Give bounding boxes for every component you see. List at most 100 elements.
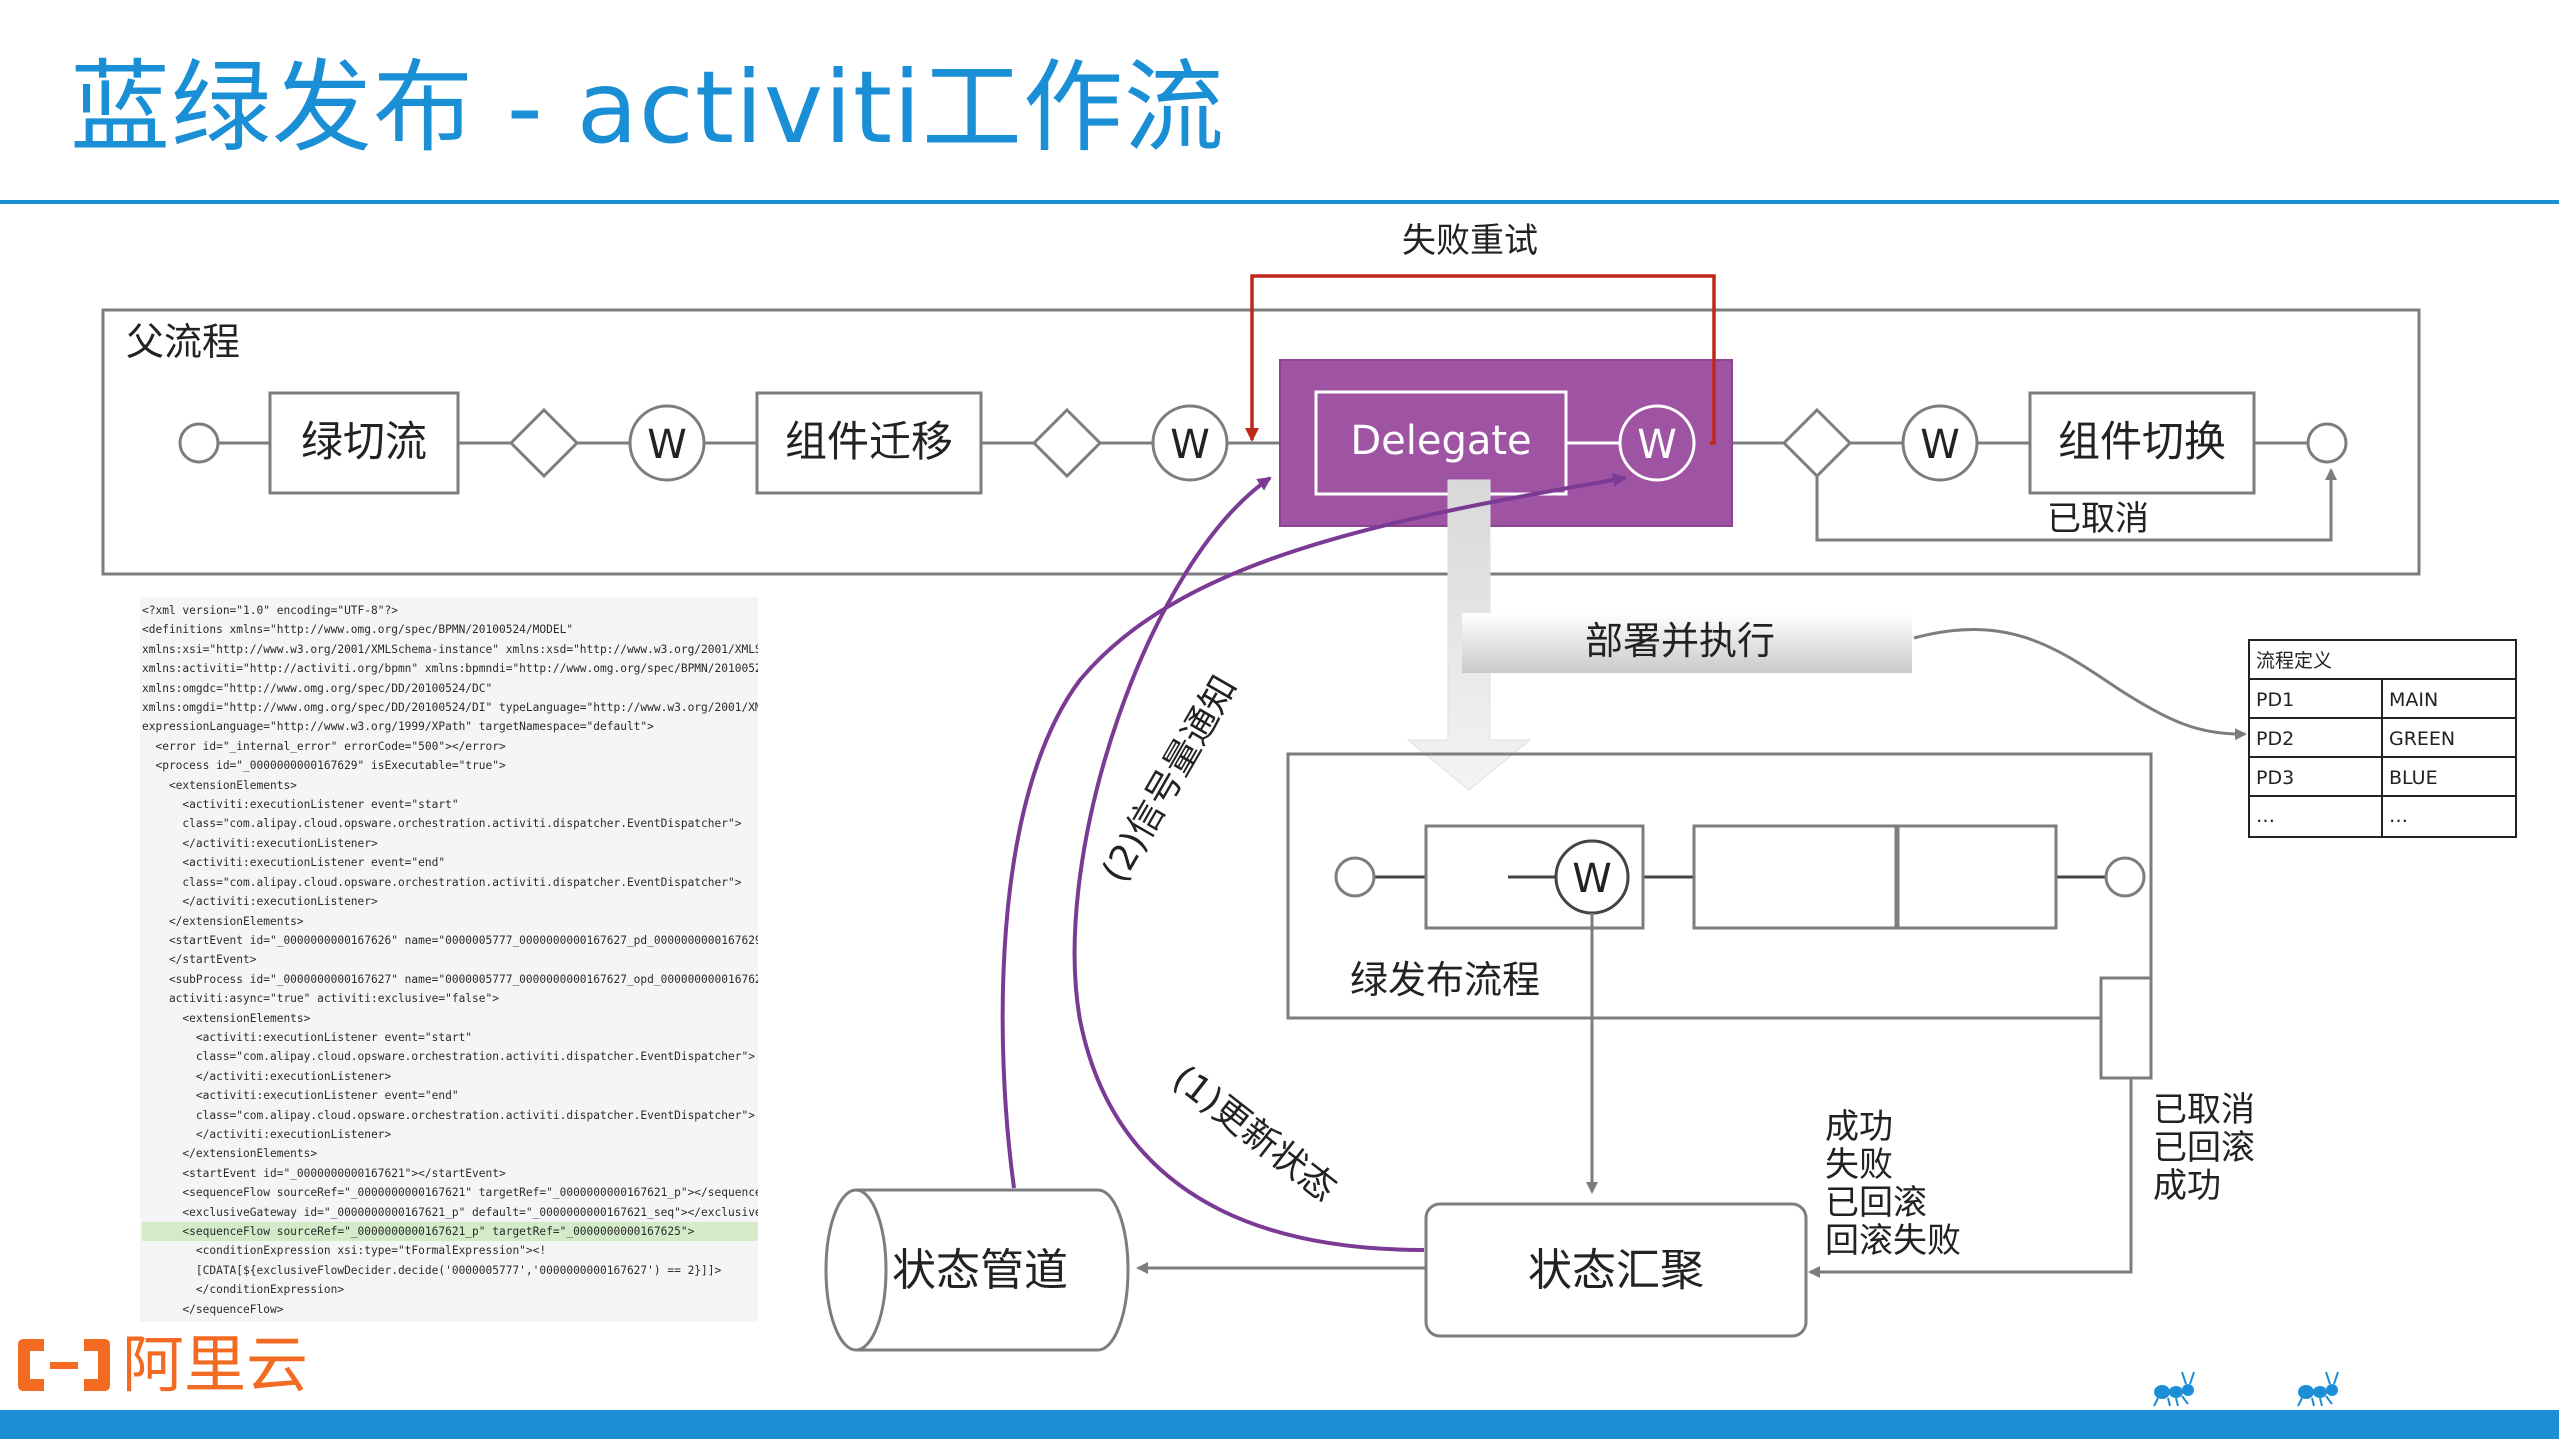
result-item: 已回滚 [1825, 1183, 1927, 1223]
xml-code-line: </activiti:executionListener> [142, 836, 378, 850]
xml-code-line: activiti:async="true" activiti:exclusive… [142, 992, 499, 1006]
ant-icon [2153, 1371, 2195, 1407]
wait-event-1 [628, 404, 706, 482]
xml-code-line: class="com.alipay.cloud.opsware.orchestr… [142, 1050, 755, 1064]
status-aggregate-node[interactable] [1424, 1202, 1808, 1338]
xml-code-line: </conditionExpression> [142, 1283, 345, 1297]
process-definition-table: 流程定义 PD1 MAIN PD2 GREEN PD3 BLUE … … [2248, 639, 2517, 838]
wait-event-3-label: W [1920, 422, 1960, 468]
result-item: 已回滚 [2153, 1128, 2255, 1168]
gateway-1 [508, 407, 580, 479]
xml-code-line: <sequenceFlow sourceRef="_00000000001676… [142, 1186, 758, 1200]
xml-code-line: <startEvent id="_0000000000167621"></sta… [142, 1166, 506, 1180]
xml-code-line: xmlns:omgdi="http://www.omg.org/spec/DD/… [142, 701, 758, 715]
parent-start-event [178, 422, 220, 464]
green-task-2[interactable] [1692, 824, 1898, 930]
table-cell: GREEN [2389, 728, 2455, 750]
result-item: 成功 [2153, 1166, 2221, 1206]
status-pipe-node[interactable] [824, 1188, 1130, 1352]
xml-code-line: xmlns:activiti="http://activiti.org/bpmn… [142, 662, 758, 676]
green-end-event [2104, 856, 2146, 898]
xml-code-line: </activiti:executionListener> [142, 895, 378, 909]
cancelled-bypass-arrow [1815, 468, 2337, 542]
xml-code-line: <definitions xmlns="http://www.omg.org/s… [142, 623, 574, 637]
xml-code-line: <activiti:executionListener event="start… [142, 1030, 473, 1044]
node-component-switch-label: 组件切换 [2058, 417, 2226, 466]
deploy-banner [1462, 613, 1912, 673]
delegate-task-label: Delegate [1350, 418, 1531, 464]
xml-code-line: </sequenceFlow> [142, 1302, 284, 1316]
node-component-switch[interactable] [2028, 391, 2256, 495]
green-release-frame [1286, 752, 2153, 1020]
alibaba-cloud-logo: 阿里云 [14, 1330, 308, 1400]
xml-code-line: class="com.alipay.cloud.opsware.orchestr… [142, 875, 742, 889]
ant-icon [2297, 1371, 2339, 1407]
node-green-switch-label: 绿切流 [301, 417, 427, 466]
xml-code-line: </startEvent> [142, 953, 257, 967]
deploy-label: 部署并执行 [1585, 619, 1775, 663]
green-start-event [1334, 856, 1376, 898]
table-cell: MAIN [2389, 689, 2438, 711]
green-wait-label: W [1572, 856, 1612, 902]
deploy-to-table-connector [1913, 628, 2247, 741]
xml-code-line: </activiti:executionListener> [142, 1069, 392, 1083]
parent-process-frame [101, 308, 2421, 576]
update-status-arrow [1072, 476, 1425, 1252]
parent-process-label: 父流程 [126, 320, 240, 364]
table-header: 流程定义 [2256, 650, 2332, 672]
xml-code-line: <extensionElements> [142, 1011, 311, 1025]
signal-notify-label: (2)信号量通知 [1095, 669, 1246, 890]
delegate-wait-event [1618, 404, 1696, 482]
result-item: 失败 [1825, 1145, 1893, 1185]
xml-code-line: <activiti:executionListener event="end" [142, 856, 446, 870]
xml-code-line: <activiti:executionListener event="end" [142, 1089, 459, 1103]
xml-code-line: <sequenceFlow sourceRef="_00000000001676… [142, 1222, 758, 1242]
gateway-3 [1781, 407, 1853, 479]
cancelled-label: 已取消 [2047, 499, 2149, 539]
result-item: 回滚失败 [1825, 1221, 1961, 1261]
gateway-2 [1031, 407, 1103, 479]
xml-code-line: xmlns:omgdc="http://www.omg.org/spec/DD/… [142, 681, 493, 695]
parent-end-event [2306, 422, 2348, 464]
table-cell: … [2256, 805, 2275, 827]
table-cell: PD2 [2256, 728, 2294, 750]
node-component-migrate[interactable] [755, 391, 983, 495]
result-item: 成功 [1825, 1107, 1893, 1147]
alibaba-cloud-logo-text: 阿里云 [122, 1328, 309, 1401]
footer-bar [0, 1410, 2559, 1439]
xml-code-line: class="com.alipay.cloud.opsware.orchestr… [142, 817, 742, 831]
boundary-marker [2099, 976, 2153, 1080]
delegate-wait-label: W [1637, 422, 1677, 468]
xml-code-line: <activiti:executionListener event="start… [142, 798, 459, 812]
xml-code-line: <conditionExpression xsi:type="tFormalEx… [142, 1244, 547, 1258]
page-title: 蓝绿发布 - activiti工作流 [70, 49, 1225, 166]
xml-code-line: <subProcess id="_0000000000167627" name=… [142, 972, 758, 986]
wait-event-2-label: W [1170, 422, 1210, 468]
xml-code-line: <process id="_0000000000167629" isExecut… [142, 759, 506, 773]
node-green-switch[interactable] [268, 391, 460, 495]
table-cell: PD3 [2256, 767, 2294, 789]
boundary-to-aggregate-arrow [1808, 1078, 2133, 1278]
green-task-3[interactable] [1896, 824, 2058, 930]
update-status-label: (1)更新状态 [1165, 1058, 1344, 1210]
table-cell: PD1 [2256, 689, 2294, 711]
retry-label: 失败重试 [1402, 221, 1538, 261]
xml-code-line: <sequenceFlow ... [142, 1319, 758, 1322]
xml-code-line: <exclusiveGateway id="_0000000000167621_… [142, 1205, 758, 1219]
wait-event-1-label: W [647, 422, 687, 468]
xml-code-line: <extensionElements> [142, 778, 297, 792]
alibaba-cloud-logo-icon [14, 1333, 114, 1397]
status-pipe-label: 状态管道 [892, 1245, 1068, 1296]
xml-code-line: expressionLanguage="http://www.w3.org/19… [142, 720, 654, 734]
xml-code-line: xmlns:xsi="http://www.w3.org/2001/XMLSch… [142, 642, 758, 656]
table-cell: … [2389, 805, 2408, 827]
green-release-label: 绿发布流程 [1350, 958, 1540, 1002]
node-component-migrate-label: 组件迁移 [785, 417, 953, 466]
result-item: 已取消 [2153, 1090, 2255, 1130]
xml-code-line: class="com.alipay.cloud.opsware.orchestr… [142, 1108, 755, 1122]
bpmn-xml-snippet: <?xml version="1.0" encoding="UTF-8"?><d… [140, 597, 758, 1322]
status-aggregate-label: 状态汇聚 [1528, 1245, 1704, 1296]
wait-event-2 [1151, 404, 1229, 482]
xml-code-line: <startEvent id="_0000000000167626" name=… [142, 933, 758, 947]
